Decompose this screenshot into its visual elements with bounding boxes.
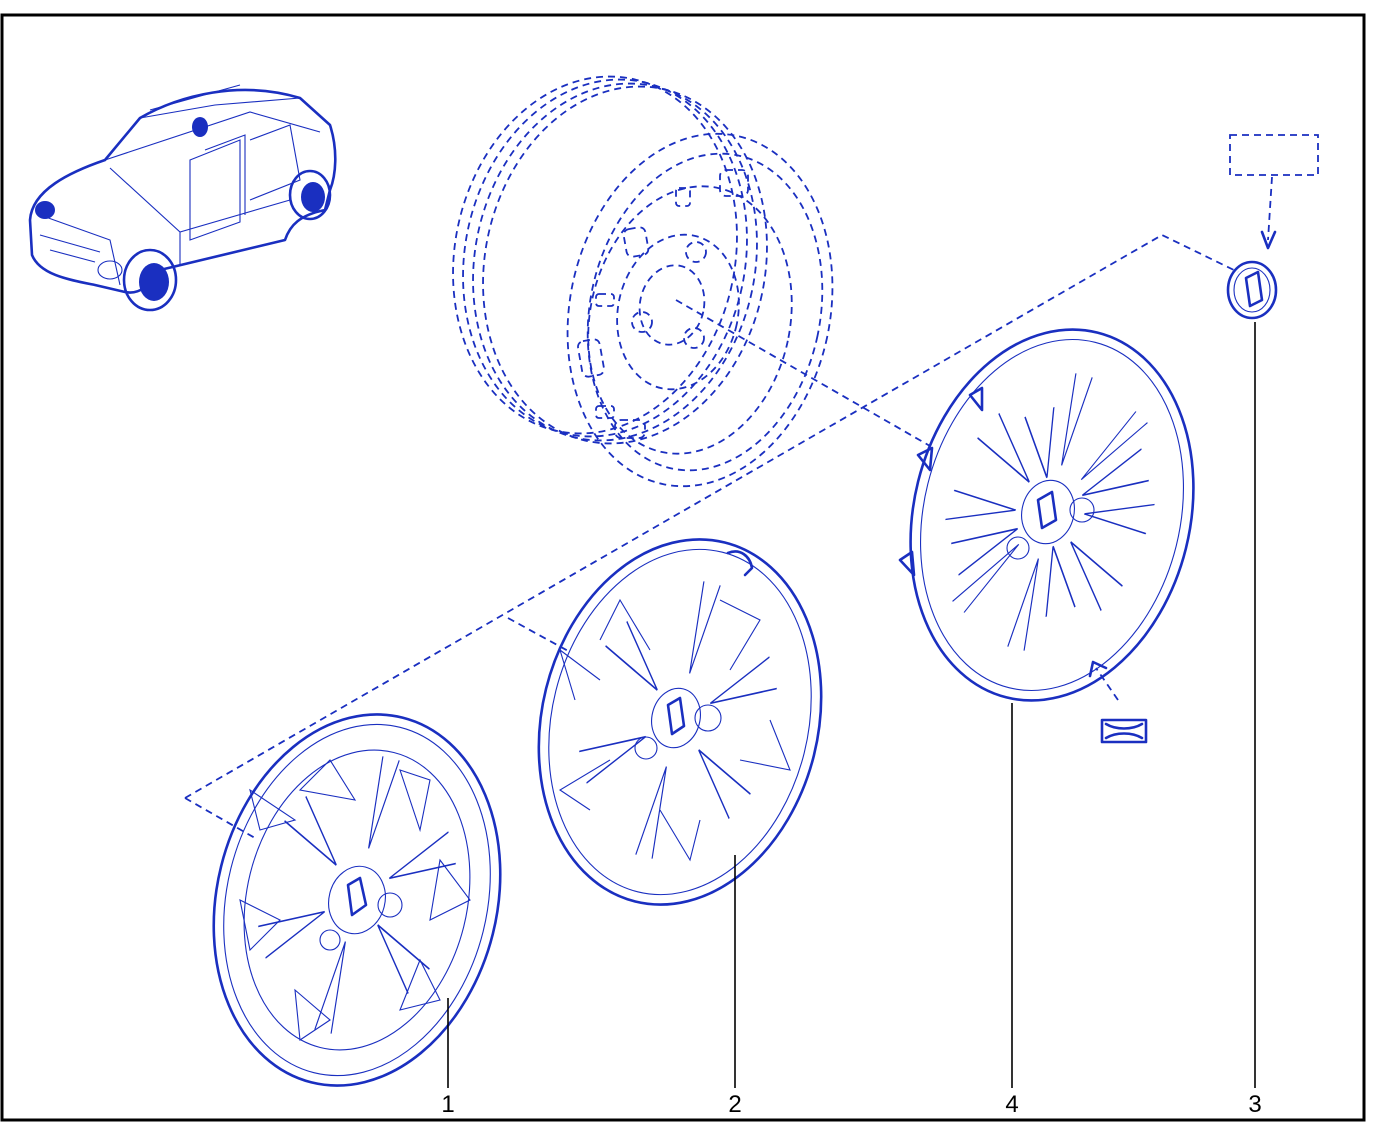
wheel-cover-icon [537,538,823,906]
diagram-frame [0,13,1366,1122]
vehicle-icon [28,84,337,312]
callout-3: 3 [1248,1091,1261,1118]
center-cap-icon [1226,260,1278,320]
callout-2: 2 [728,1091,741,1118]
wheel-cover-icon [212,713,502,1087]
steel-wheel-icon [452,75,834,488]
callout-4: 4 [1005,1091,1018,1118]
assembly-lines [184,134,1319,839]
clip-icon [1100,718,1148,744]
wheel-cover-icon [897,328,1203,702]
callout-1: 1 [441,1091,454,1118]
